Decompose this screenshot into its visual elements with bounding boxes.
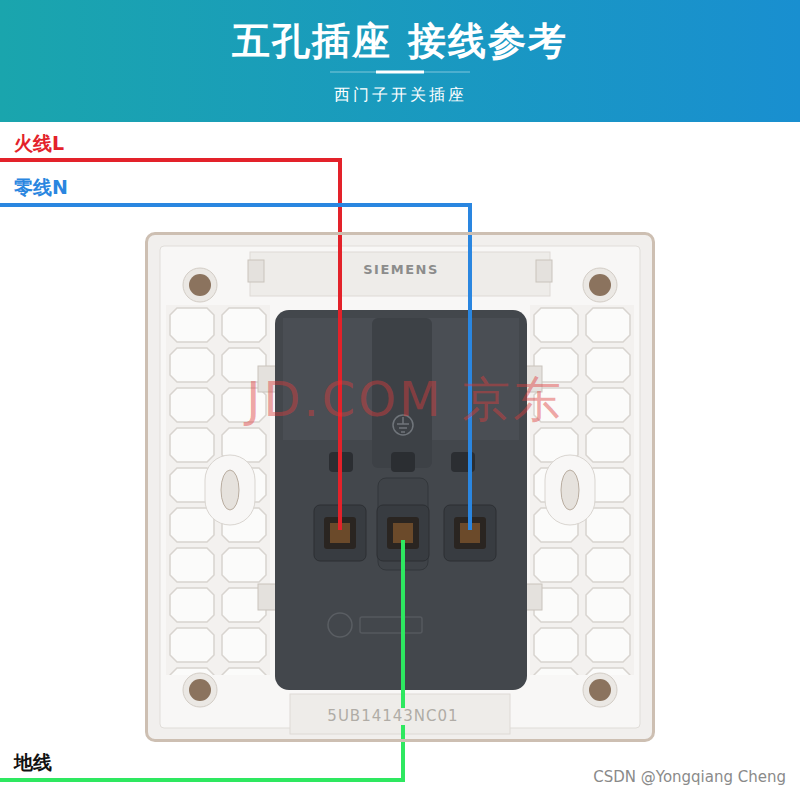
screw-hole	[589, 679, 611, 701]
brand-label: SIEMENS	[363, 263, 439, 278]
earth-symbol	[401, 431, 405, 433]
earth-symbol	[399, 427, 407, 429]
clip	[248, 260, 264, 282]
neutral-wire	[0, 205, 470, 530]
mount-slot	[545, 455, 595, 525]
page-title: 五孔插座 接线参考	[232, 20, 567, 64]
watermark: JD.COM 京东	[246, 372, 563, 427]
plate-inner	[160, 246, 640, 728]
header-band	[0, 0, 800, 122]
live-wire	[0, 160, 340, 530]
wire-label: 零线N	[14, 177, 68, 199]
screw-hole	[589, 274, 611, 296]
rib-pattern	[530, 305, 634, 675]
wire-label: 火线L	[14, 133, 64, 155]
socket-plate: SIEMENS 5UB14143NC01	[145, 232, 655, 742]
mount-slot	[221, 470, 239, 510]
model-number: 5UB14143NC01	[323, 708, 462, 725]
bottom-bar	[290, 694, 510, 734]
screw-hole	[183, 268, 217, 302]
screw-hole	[189, 679, 211, 701]
terminal-screw	[391, 452, 415, 472]
clip	[536, 260, 552, 282]
watermark: CSDN @Yongqiang Cheng	[593, 769, 786, 786]
mount-slot	[205, 455, 255, 525]
certification-mark	[328, 613, 352, 637]
plate-face	[147, 234, 653, 740]
rib-pattern	[166, 305, 270, 675]
screw-hole	[583, 268, 617, 302]
screw-hole	[583, 673, 617, 707]
screw-hole	[183, 673, 217, 707]
subtitle: 西门子开关插座	[334, 86, 467, 104]
certification-mark	[360, 617, 422, 633]
mount-slot	[561, 470, 579, 510]
screw-hole	[189, 274, 211, 296]
top-bar	[250, 252, 550, 296]
divider-line	[330, 72, 470, 73]
earth-wire	[0, 540, 403, 780]
divider-line	[376, 71, 424, 74]
wire-label: 地线	[14, 752, 52, 774]
